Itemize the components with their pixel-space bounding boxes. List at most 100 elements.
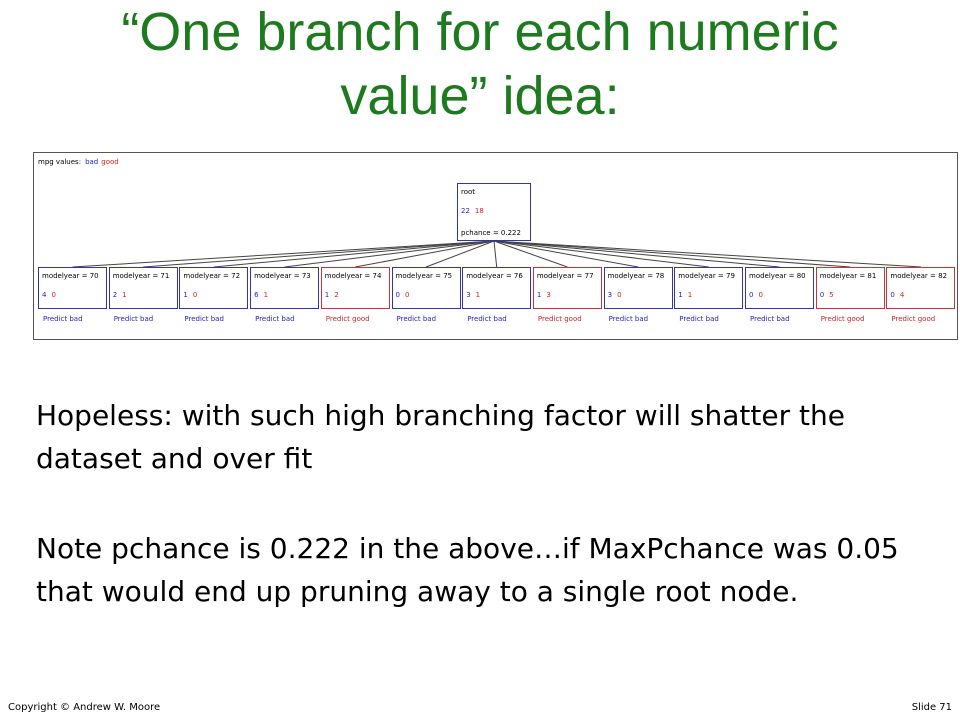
leaf-bad-count: 0 (819, 291, 825, 299)
leaf-bad-count: 6 (254, 291, 259, 299)
leaf-bad-count: 1 (324, 291, 330, 299)
tree-edge (72, 240, 495, 268)
tree-edge (213, 240, 495, 268)
leaf-prediction: Predict bad (184, 315, 224, 323)
leaf-node-name: modelyear = 78 (607, 272, 665, 280)
leaf-prediction: Predict good (325, 315, 370, 323)
tree-edge (493, 240, 568, 268)
leaf-node-name: modelyear = 77 (536, 272, 594, 280)
leaf-prediction: Predict bad (679, 315, 719, 323)
leaf-prediction: Predict bad (396, 315, 437, 323)
tree-edge (493, 240, 780, 268)
tree-edge (143, 240, 495, 268)
tree-edge (493, 240, 639, 268)
leaf-node-name: modelyear = 72 (183, 272, 241, 280)
footer-slide-number: Slide 71 (911, 702, 952, 713)
leaf-prediction: Predict bad (467, 315, 507, 323)
tree-edge (284, 240, 495, 268)
leaf-bad-count: 1 (536, 291, 542, 299)
leaf-node-name: modelyear = 76 (466, 272, 523, 280)
leaf-node-name: modelyear = 74 (324, 272, 382, 280)
leaf-good-count: 0 (758, 291, 763, 299)
root-bad-count: 22 (461, 207, 470, 215)
slide-title-line-2: value” idea: (340, 66, 620, 126)
leaf-bad-count: 3 (607, 291, 613, 299)
leaf-bad-count: 4 (42, 291, 47, 299)
footer-copyright: Copyright © Andrew W. Moore (8, 702, 161, 713)
leaf-prediction: Predict bad (113, 315, 154, 323)
tree-edge (493, 240, 709, 268)
root-pchance: pchance = 0.222 (461, 229, 521, 237)
leaf-good-count: 0 (617, 291, 622, 299)
tree-edges (72, 240, 921, 268)
leaf-prediction: Predict bad (43, 315, 83, 323)
leaf-good-count: 1 (687, 291, 693, 299)
leaf-bad-count: 2 (112, 291, 118, 299)
leaf-good-count: 1 (263, 291, 269, 299)
leaf-node-name: modelyear = 71 (112, 272, 170, 280)
leaf-node-name: modelyear = 70 (42, 272, 99, 280)
slide-title-line-1: “One branch for each numeric (121, 2, 839, 62)
leaf-bad-count: 0 (749, 291, 754, 299)
leaf-good-count: 0 (192, 291, 198, 299)
root-node-name: root (461, 188, 476, 196)
leaf-good-count: 5 (829, 291, 834, 299)
leaf-prediction: Predict good (891, 315, 936, 323)
legend-label: mpg values: (38, 158, 82, 166)
tree-edge (493, 240, 921, 268)
slide-title: “One branch for each numeric value” idea… (40, 0, 920, 128)
leaf-good-count: 1 (475, 291, 481, 299)
leaf-node-name: modelyear = 80 (749, 272, 806, 280)
leaf-good-count: 0 (51, 291, 56, 299)
paragraph-hopeless: Hopeless: with such high branching facto… (36, 399, 845, 475)
leaf-bad-count: 0 (890, 291, 895, 299)
legend-good: good (101, 158, 119, 166)
root-good-count: 18 (474, 207, 484, 215)
tree-edge (493, 240, 498, 268)
leaf-node-name: modelyear = 82 (890, 272, 948, 280)
leaf-good-count: 2 (334, 291, 339, 299)
tree-edge (493, 240, 851, 268)
paragraph-pchance-note: Note pchance is 0.222 in the above…if Ma… (36, 532, 899, 608)
leaf-node-name: modelyear = 73 (254, 272, 311, 280)
leaf-prediction: Predict bad (255, 315, 295, 323)
leaf-prediction: Predict good (820, 315, 865, 323)
root-node-counts: 22 18 (461, 207, 484, 215)
leaf-good-count: 4 (899, 291, 905, 299)
leaf-node-name: modelyear = 75 (395, 272, 453, 280)
root-node: root 22 18 pchance = 0.222 (457, 183, 531, 241)
leaf-prediction: Predict good (537, 315, 582, 323)
leaf-node-name: modelyear = 79 (678, 272, 735, 280)
leaf-good-count: 1 (122, 291, 127, 299)
leaf-prediction: Predict bad (608, 315, 649, 323)
leaf-node-name: modelyear = 81 (819, 272, 877, 280)
leaf-bad-count: 1 (183, 291, 188, 299)
tree-edge (425, 240, 495, 268)
leaf-good-count: 3 (546, 291, 551, 299)
leaf-good-count: 0 (404, 291, 410, 299)
tree-edge (355, 240, 495, 268)
